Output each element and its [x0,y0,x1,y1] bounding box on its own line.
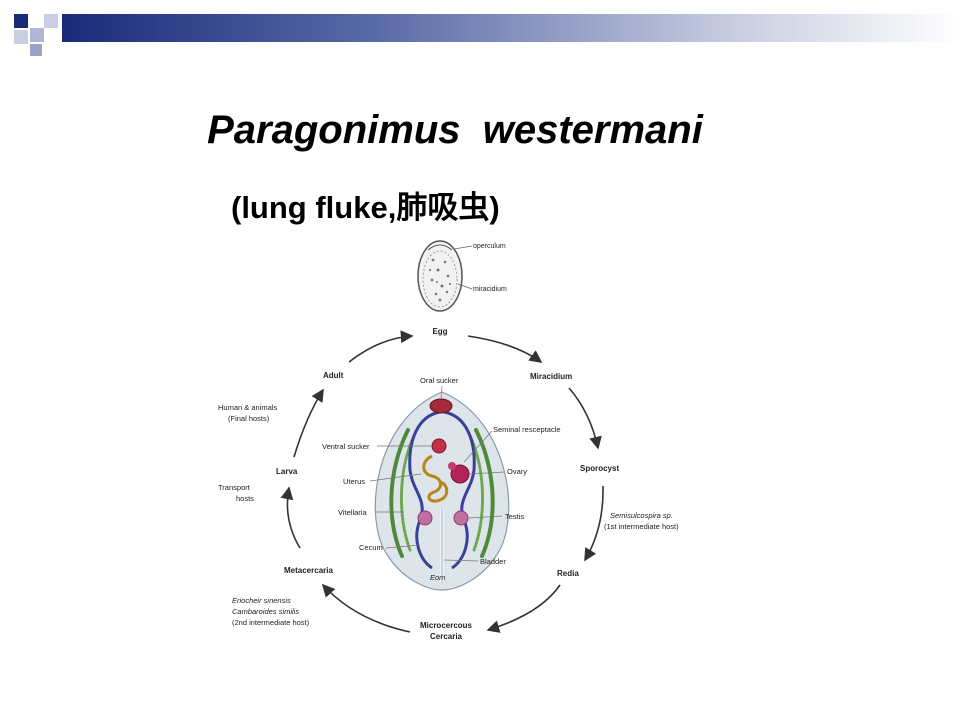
arrow-metacercaria-larva [280,486,301,549]
slide-title: Paragonimus westermani [207,108,703,152]
stage-sporocyst: Sporocyst [580,464,619,473]
header-square-light [44,14,58,28]
header-square-light [14,30,28,44]
anatomy-leader-lines [369,385,505,562]
egg-illustration [417,240,473,312]
header-square-light [30,28,44,42]
stage-cercaria: Cercaria [430,632,463,641]
second-host-line1: Eriocheir sinensis [232,596,291,605]
slide-subtitle: (lung fluke,肺吸虫) [231,190,500,225]
arrow-larva-adult [293,388,324,458]
label-bladder: Bladder [480,557,506,566]
first-host-line2: (1st intermediate host) [604,522,679,531]
label-oral-sucker: Oral sucker [420,376,459,385]
stage-metacercaria: Metacercaria [284,566,333,575]
stage-larva: Larva [276,467,298,476]
label-ovary: Ovary [507,467,527,476]
stage-egg: Egg [432,327,447,336]
stage-miracidium: Miracidium [530,372,572,381]
cycle-arrows [280,330,604,633]
arrow-microcercous-metacercaria [321,583,411,633]
header-square-mid [30,44,42,56]
transport-hosts-line1: Transport [218,483,251,492]
second-host-line2: Cambaroides similis [232,607,299,616]
label-cecum: Cecum [359,543,383,552]
miracidium-egg-label: miracidium [473,286,507,293]
first-host-line1: Semisulcospira sp. [610,511,673,520]
arrow-miracidium-sporocyst [568,387,602,450]
label-vitellaria: Vitellaria [338,508,367,517]
operculum-label: operculum [473,243,506,250]
arrow-redia-microcercous [486,584,561,633]
label-testis: Testis [505,512,524,521]
transport-hosts-line2: hosts [236,494,254,503]
final-hosts-line2: (Final hosts) [228,414,270,423]
arrow-sporocyst-redia [584,485,604,562]
artist-signature: Eom [430,573,445,582]
stage-microcercous: Microcercous [420,621,473,630]
final-hosts-line1: Human & animals [218,403,277,412]
label-uterus: Uterus [343,477,365,486]
adult-fluke-illustration [374,391,510,591]
header-bar [62,14,960,42]
second-host-line3: (2nd intermediate host) [232,618,310,627]
header-square-dark [14,14,28,28]
stage-adult: Adult [323,371,344,380]
arrow-egg-miracidium [467,335,543,363]
arrow-adult-egg [348,330,414,363]
label-seminal-receptacle: Seminal resceptacle [493,425,561,434]
stage-redia: Redia [557,569,579,578]
label-ventral-sucker: Ventral sucker [322,442,370,451]
